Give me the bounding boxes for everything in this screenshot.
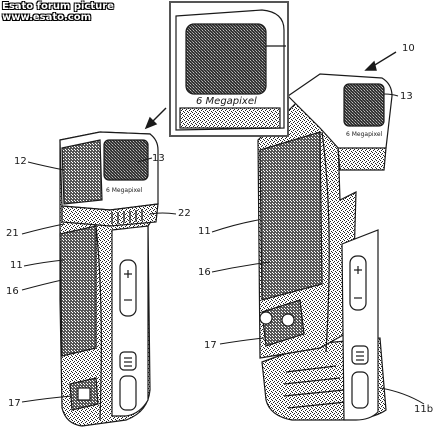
- right-camera-lens-text: 6 Megapixel: [346, 131, 383, 138]
- inset-lens-text: 6 Megapixel: [196, 96, 257, 107]
- label-11b: 11b: [414, 404, 433, 415]
- right-key-2: [351, 371, 369, 409]
- right-camera-lens: [343, 83, 385, 127]
- watermark-line2: www.esato.com: [2, 12, 92, 23]
- left-camera-lens: [103, 139, 149, 181]
- reference-labels: 10 12 13 13 21 22 11 11 16 16 17 17 11b: [6, 43, 433, 415]
- left-screen: [59, 225, 97, 357]
- label-11-left: 11: [10, 260, 23, 271]
- label-12: 12: [14, 156, 27, 167]
- zoom-inset: [169, 1, 289, 137]
- left-camera-lens-text: 6 Megapixel: [106, 187, 143, 194]
- left-phone: [59, 131, 159, 427]
- label-16-right: 16: [198, 267, 211, 278]
- inset-lens: [185, 23, 267, 95]
- arrows: [144, 51, 397, 130]
- label-21: 21: [6, 228, 19, 239]
- left-key-1: [119, 351, 137, 371]
- right-screen: [259, 131, 323, 301]
- right-volume-rocker: [349, 255, 367, 311]
- label-13-right: 13: [400, 91, 413, 102]
- right-hinge: [337, 147, 387, 171]
- label-11-right: 11: [198, 226, 211, 237]
- left-volume-rocker: [119, 259, 137, 317]
- label-17-right: 17: [204, 340, 217, 351]
- label-13-left: 13: [152, 153, 165, 164]
- leader-lines: [21, 93, 425, 405]
- left-earpiece-panel: [61, 139, 103, 205]
- label-16-left: 16: [6, 286, 19, 297]
- label-10: 10: [402, 43, 415, 54]
- right-phone: [257, 73, 393, 421]
- label-22: 22: [178, 208, 191, 219]
- watermark-line1: Esato forum picture: [2, 1, 114, 12]
- label-17-left: 17: [8, 398, 21, 409]
- left-key-2: [119, 375, 137, 411]
- right-key-1: [351, 345, 369, 365]
- left-hinge: [61, 203, 159, 227]
- right-small-lens: [259, 311, 273, 325]
